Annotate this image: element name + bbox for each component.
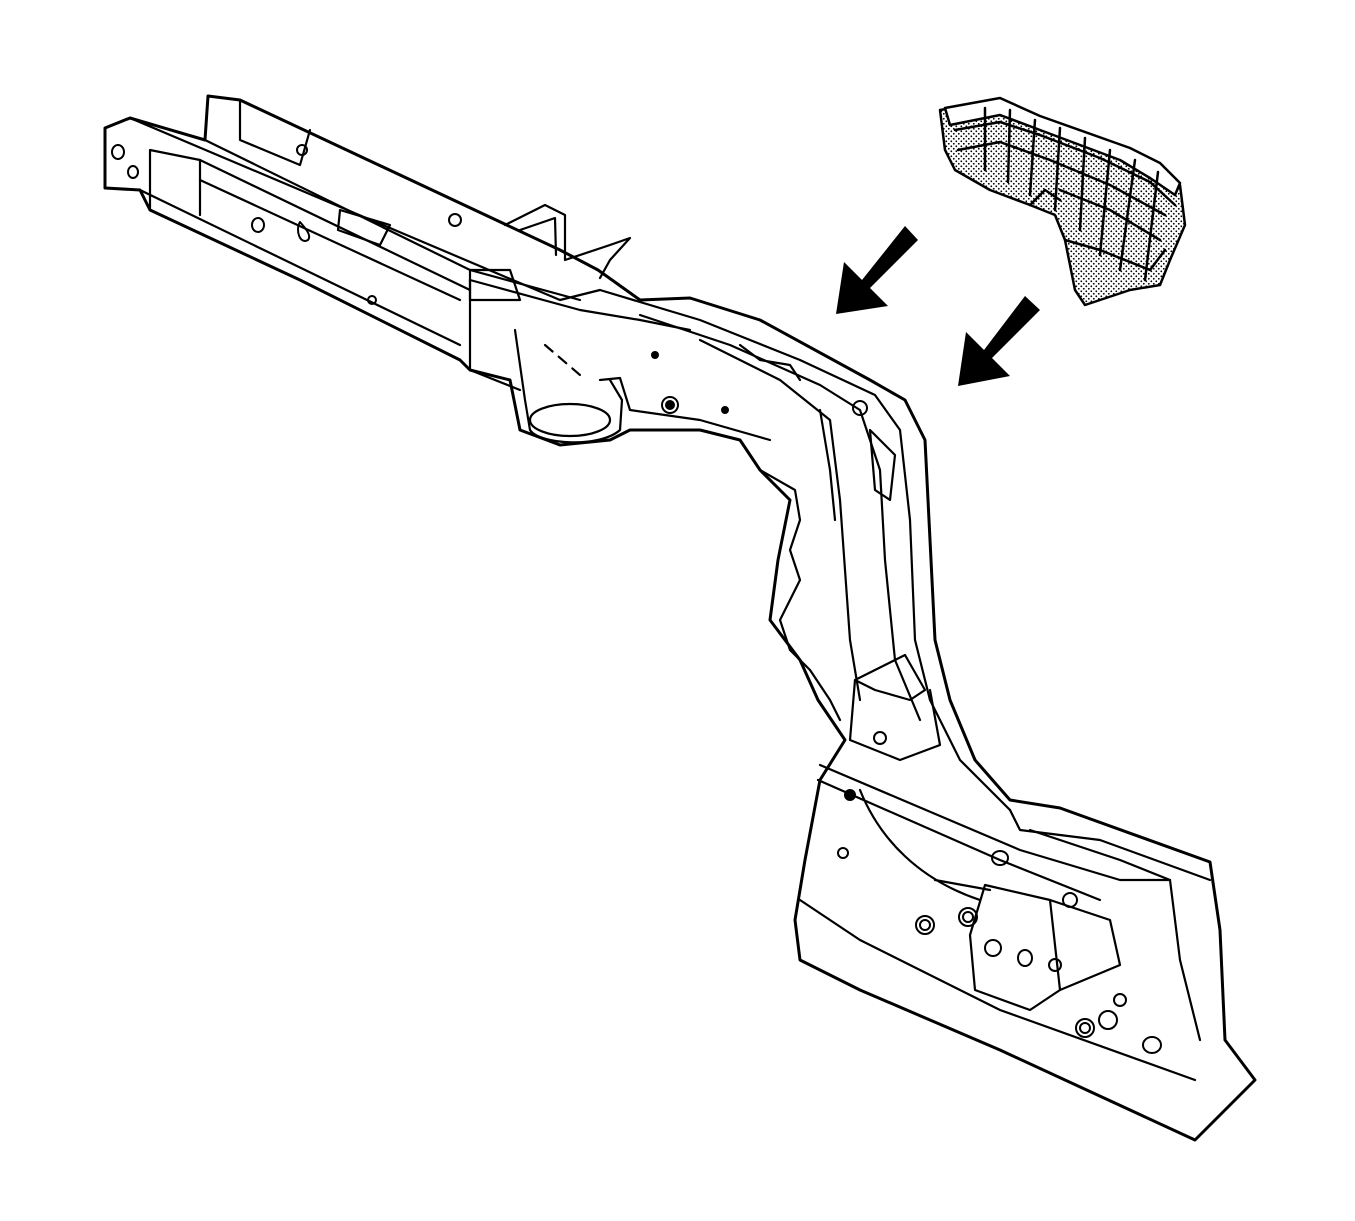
insert-top-rim [943,96,1182,197]
hole [1098,1010,1118,1030]
hole [1062,892,1078,908]
rail-inner-line-2 [198,178,462,302]
lower-block [853,653,927,702]
lower-cross-top [818,763,1172,882]
hole [991,850,1009,866]
lower-right-step [1008,808,1212,882]
hole [367,295,377,305]
bend-step [738,343,802,382]
lower-cross-mid [816,778,1102,902]
keyhole-slot [297,221,311,242]
insert-cell-row [953,120,1177,207]
insert-cell-row [956,140,1167,217]
hole [1113,993,1127,1007]
insert-notch [1028,188,1062,207]
insert-rib [1143,170,1160,282]
hole [251,217,265,233]
cup-housing-side [468,278,522,392]
hole [844,789,856,801]
cup-opening [528,402,612,438]
hole [984,939,1002,957]
hole [1017,949,1033,967]
top-bracket [503,203,632,280]
hole [651,351,659,359]
foam-insert-component [938,96,1187,307]
hole [127,165,139,179]
insert-rib [1098,148,1112,257]
hole [665,400,675,410]
hole [1079,1022,1091,1034]
lower-block-face [848,678,942,762]
rail-side-panel [148,148,202,217]
rail-fastener-holes [111,144,1162,1054]
hole [448,213,462,227]
wavy-edge [758,468,842,722]
cup-body [513,328,624,444]
insert-rib [1078,136,1087,232]
insert-rib [1118,158,1137,272]
hole [873,731,887,745]
bend-contour-3 [698,338,862,702]
rail-lower-edge [138,188,462,347]
rail-upper-box [238,98,312,167]
insert-cell-row [1058,188,1162,242]
rail-top-flange [128,116,602,302]
hole [111,144,125,160]
hole [1142,1036,1162,1054]
cup-housing [468,278,692,332]
hole [962,911,974,923]
bend-ridge [818,408,837,522]
hole [661,396,679,414]
rail-tab [336,208,392,247]
top-bracket-inner [518,216,558,257]
cup-dash [543,343,582,377]
mount-plate-flange [1048,898,1122,992]
hole [919,919,931,931]
mount-plate-side [933,878,992,892]
arrow-upper [836,226,918,314]
rail-inner-line [198,158,472,292]
hole [837,847,849,859]
bend-wedge [868,428,897,502]
frame-rail-assembly [103,94,1257,1142]
rail-outline [103,94,1257,1142]
hole [915,915,935,935]
hole [296,144,308,156]
hole [1048,958,1062,972]
insert-lower-face [1063,238,1167,272]
lower-curve [858,788,982,902]
lower-bottom-edge [798,898,1197,1082]
arrow-lower [958,296,1040,386]
hole [721,406,729,414]
cup-bracket [598,376,772,442]
lower-right-inner [1028,828,1202,1042]
bend-contour-1 [598,288,1012,812]
hole [958,907,978,927]
hole [852,400,868,416]
hole [1075,1018,1095,1038]
indicator-arrows [836,226,1040,386]
